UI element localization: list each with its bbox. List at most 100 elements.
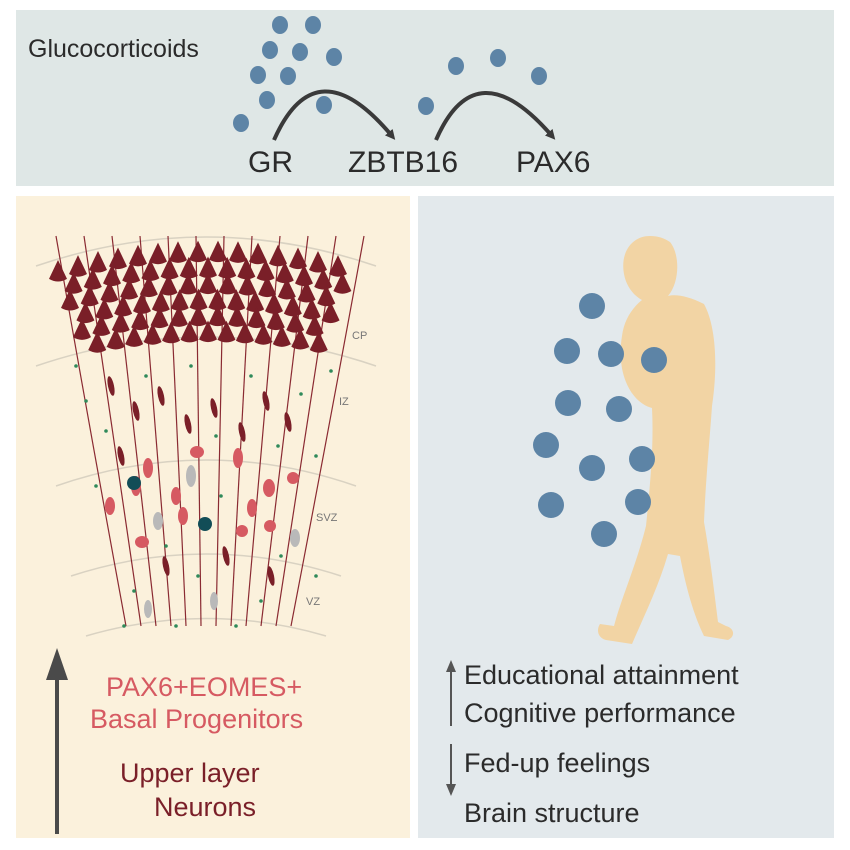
pathway-panel: Glucocorticoids GR ZBTB16 PAX6 [16, 10, 834, 186]
migrating-cells [107, 376, 292, 586]
teal-cell [127, 476, 141, 490]
pyramidal-neuron [199, 320, 217, 343]
pyramidal-neuron [189, 240, 207, 263]
pyramidal-neuron [103, 264, 121, 287]
pyramidal-neuron [258, 275, 277, 298]
pathway-graphic [233, 16, 556, 141]
green-dot [164, 544, 168, 548]
pyramidal-neuron [229, 241, 247, 263]
outcome-dot [533, 432, 559, 458]
pyramidal-neuron [73, 318, 91, 340]
pyramidal-neuron [89, 250, 107, 273]
progenitor-marker-label: PAX6+EOMES+ [106, 672, 303, 702]
zbtb16-label: ZBTB16 [348, 146, 459, 179]
pyramidal-neuron [149, 242, 167, 265]
green-dot [299, 392, 303, 396]
pyramidal-neuron [125, 325, 144, 347]
pyramidal-neuron [179, 272, 198, 295]
pyramidal-neuron [235, 321, 254, 344]
migrating-neuron [107, 376, 115, 396]
pyramidal-neuron [218, 272, 237, 295]
outcome-dot [555, 390, 581, 416]
pyramidal-neuron [199, 272, 217, 295]
green-dot [144, 374, 148, 378]
pyramidal-neuron [114, 294, 133, 317]
glucocorticoid-dot [490, 49, 506, 67]
pyramidal-neuron [131, 308, 150, 331]
cortex-illustration [35, 235, 377, 834]
migrating-neuron [267, 566, 275, 586]
green-dot [279, 554, 283, 558]
green-dot [94, 484, 98, 488]
pyramidal-neuron [111, 311, 130, 333]
green-dot [276, 444, 280, 448]
pyramidal-neuron [129, 244, 147, 267]
pyramidal-neuron [286, 311, 305, 333]
pyramidal-neuron [64, 272, 83, 294]
pyramidal-neuron [169, 305, 188, 327]
green-dot [214, 434, 218, 438]
pyramidal-neuron [150, 306, 169, 329]
pyramidal-neuron [159, 273, 178, 296]
migrating-neuron [210, 398, 218, 418]
pyramidal-neuron [227, 289, 246, 311]
outcome-fed-up-feelings: Fed-up feelings [464, 748, 651, 778]
growth-arrow [46, 648, 68, 834]
gr-to-zbtb16-arrow [272, 89, 396, 141]
outcomes-panel: Educational attainment Cognitive perform… [418, 196, 834, 838]
basal-progenitor-cell [135, 536, 149, 548]
migrating-neuron [117, 446, 125, 466]
pyramidal-neuron [170, 289, 189, 311]
gr-label: GR [248, 146, 293, 179]
glucocorticoid-dot [259, 91, 275, 109]
basal-progenitor-cell [105, 497, 115, 515]
green-dot [314, 574, 318, 578]
outcome-dot [606, 396, 632, 422]
migrating-neuron [222, 546, 230, 566]
pyramidal-neuron [217, 320, 236, 343]
basal-progenitor-cell [236, 525, 248, 537]
outcome-brain-structure: Brain structure [464, 798, 640, 828]
pyramidal-neuron [218, 256, 237, 279]
grey-progenitor-cell [153, 512, 163, 530]
progenitor-cells [105, 446, 300, 618]
pyramidal-neuron [277, 277, 296, 300]
pyramidal-neuron [169, 241, 187, 263]
green-dot [314, 454, 318, 458]
basal-progenitor-cell [190, 446, 204, 458]
pyramidal-neuron [100, 280, 119, 303]
pyramidal-neuron [333, 272, 352, 294]
cortical-plate-neurons [49, 240, 352, 353]
glucocorticoid-dot [233, 114, 249, 132]
radial-glia-fiber [195, 235, 202, 627]
pyramidal-neuron [106, 327, 125, 350]
radial-glia-fiber [55, 235, 127, 627]
pyramidal-neuron [237, 257, 256, 280]
basal-progenitor-cell [233, 448, 243, 468]
pyramidal-neuron [317, 284, 336, 307]
outcome-cognitive-performance: Cognitive performance [464, 698, 736, 728]
basal-progenitor-cell [264, 520, 276, 532]
outcome-dot [591, 521, 617, 547]
glucocorticoids-label: Glucocorticoids [28, 35, 199, 63]
green-dot [122, 624, 126, 628]
layer-label-vz: VZ [306, 596, 321, 608]
green-dot [104, 429, 108, 433]
grey-progenitor-cell [290, 529, 300, 547]
pyramidal-neuron [122, 261, 141, 284]
migrating-neuron [238, 422, 246, 442]
grey-progenitor-cell [210, 592, 218, 610]
glucocorticoid-dot [448, 57, 464, 75]
outcomes-graphic [446, 236, 734, 796]
green-dot [249, 374, 253, 378]
green-dot [84, 399, 88, 403]
migrating-neuron [262, 391, 270, 411]
pyramidal-neuron [247, 306, 266, 329]
pyramidal-neuron [189, 288, 208, 311]
green-dot [132, 589, 136, 593]
outcome-dot [641, 347, 667, 373]
green-dot [189, 364, 193, 368]
pyramidal-neuron [238, 273, 257, 296]
pyramidal-neuron [95, 297, 114, 320]
radial-glia-fiber [260, 235, 309, 627]
